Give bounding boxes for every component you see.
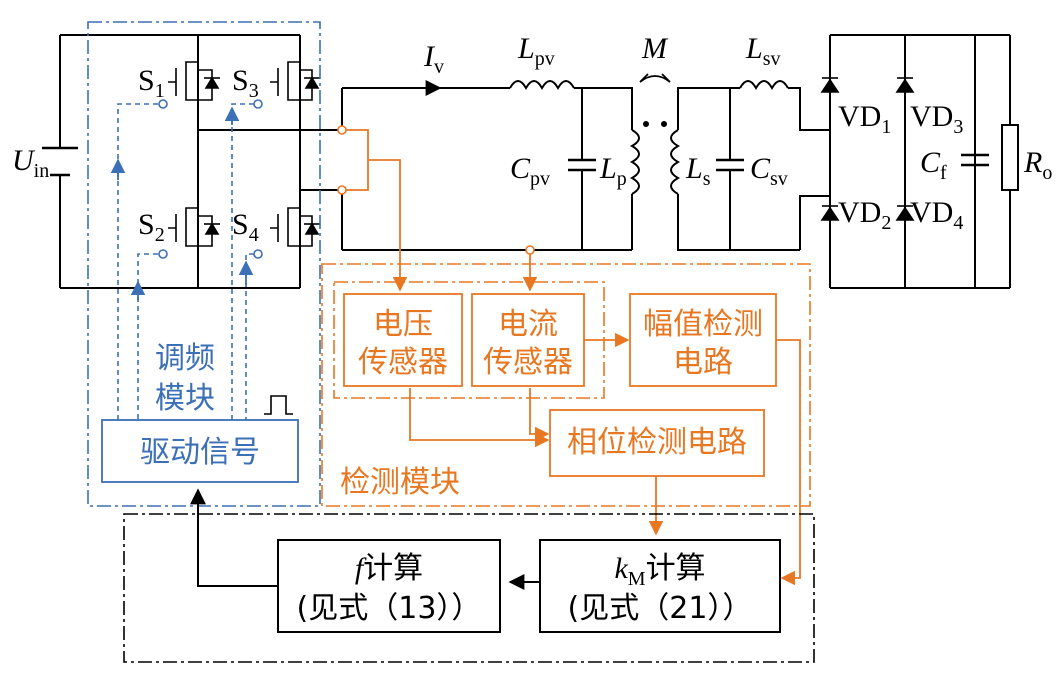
voltage-sensor-box <box>343 293 463 387</box>
label-cpv: Cpv <box>510 152 550 190</box>
sensor-group-frame <box>333 281 605 399</box>
label-iv: Iv <box>423 40 444 78</box>
primary-network <box>341 80 640 251</box>
label-s3: S3 <box>232 64 259 102</box>
rectifier-diodes <box>820 77 915 221</box>
km-calc-ref: (见式（21）） <box>568 591 753 626</box>
freq-module-line1: 调频 <box>155 341 215 376</box>
label-vd2: VD2 <box>838 196 891 234</box>
freq-module-arrows <box>110 106 254 300</box>
mosfet-s2 <box>168 207 220 247</box>
controller-frame <box>123 513 815 663</box>
km-calc-box <box>539 539 781 633</box>
label-vd4: VD4 <box>910 196 963 234</box>
label-vd1: VD1 <box>838 100 891 138</box>
phase-detection-box <box>549 409 765 477</box>
controller-wiring <box>190 488 540 590</box>
voltage-sensor-line2: 传感器 <box>358 345 448 380</box>
voltage-sensor-line1: 电压 <box>373 307 433 342</box>
label-ls: Ls <box>685 152 711 190</box>
amplitude-line1: 幅值检测 <box>643 307 763 342</box>
mosfet-s1 <box>168 61 220 101</box>
f-calc-title: f计算 <box>355 551 423 586</box>
label-csv: Csv <box>750 152 788 190</box>
mosfet-s4 <box>270 207 320 247</box>
phase-detection-label: 相位检测电路 <box>567 425 747 460</box>
component-labels: Uin S1 S3 S2 S4 Iv Lpv M Lsv Cpv Lp Ls C… <box>12 32 1052 246</box>
freq-module-frame <box>87 21 321 507</box>
pulse-icon <box>264 395 293 415</box>
label-lsv: Lsv <box>745 32 780 70</box>
label-s4: S4 <box>232 208 259 246</box>
current-sensor-line1: 电流 <box>498 307 558 342</box>
current-sensor-box <box>471 293 585 387</box>
block-labels: 电压 传感器 电流 传感器 幅值检测 电路 相位检测电路 检测模块 调频 模块 … <box>140 307 763 500</box>
label-lp: Lp <box>599 152 627 190</box>
label-ro: Ro <box>1023 146 1052 184</box>
mosfet-s3 <box>270 61 320 101</box>
mutual-arrow-icon <box>639 73 671 83</box>
f-calc-ref: (见式（13）） <box>297 591 482 626</box>
label-uin: Uin <box>12 144 49 182</box>
km-calc-title: kM计算 <box>614 551 705 590</box>
gate-terminals <box>158 99 263 259</box>
f-calc-box <box>277 539 501 633</box>
drive-signal-box <box>101 419 299 483</box>
freq-module-line2: 模块 <box>155 381 215 416</box>
label-cf: Cf <box>920 146 947 184</box>
calc-labels: f计算 (见式（13）） kM计算 (见式（21）） <box>297 551 753 626</box>
label-m: M <box>641 32 669 65</box>
rectifier <box>829 34 1011 289</box>
detection-module-label: 检测模块 <box>340 465 460 500</box>
label-s1: S1 <box>138 64 165 102</box>
inverter <box>42 34 342 289</box>
secondary-network <box>670 80 830 251</box>
current-sensor-line2: 传感器 <box>483 345 573 380</box>
drive-signal-label: 驱动信号 <box>140 435 260 470</box>
detection-module-frame <box>321 263 811 507</box>
freq-module-wiring <box>117 103 254 420</box>
label-s2: S2 <box>138 208 165 246</box>
label-lpv: Lpv <box>517 32 555 70</box>
sensor-wiring <box>346 129 801 586</box>
amplitude-line2: 电路 <box>673 345 733 380</box>
label-vd3: VD3 <box>910 100 963 138</box>
amplitude-detection-box <box>629 293 777 387</box>
coupling-dots <box>643 121 667 127</box>
load-resistor <box>1001 124 1019 191</box>
